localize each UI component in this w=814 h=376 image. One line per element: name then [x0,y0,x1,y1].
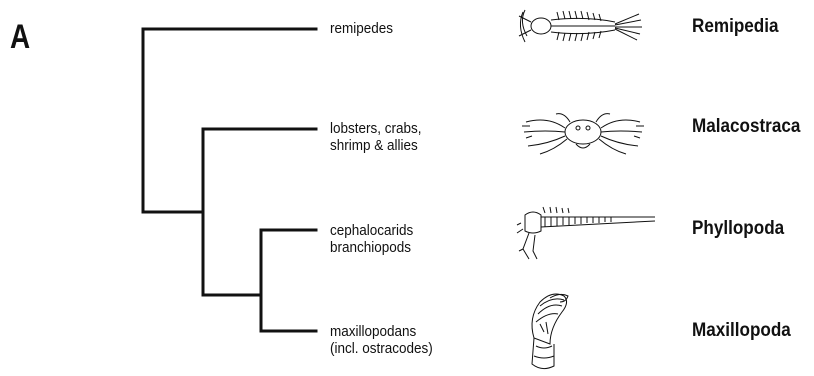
tip-label-line1: lobsters, crabs, [330,120,422,137]
clade-label-maxillopoda: Maxillopoda [692,320,791,342]
branchiopod-icon [515,205,665,263]
tip-label-line1: cephalocarids [330,222,413,239]
tip-label-line1: remipedes [330,20,393,37]
clade-label-malacostraca: Malacostraca [692,116,800,138]
tip-label-line2: (incl. ostracodes) [330,340,433,357]
clade-label-remipedia: Remipedia [692,16,778,38]
tip-label-malacostraca: lobsters, crabs, shrimp & allies [330,120,422,154]
remipede-icon [515,2,645,52]
tip-label-phyllopoda: cephalocarids branchiopods [330,222,413,256]
tip-label-maxillopoda: maxillopodans (incl. ostracodes) [330,323,433,357]
ostracode-icon [520,288,580,374]
crab-icon [518,106,648,158]
tip-label-line2: shrimp & allies [330,137,422,154]
tip-label-line1: maxillopodans [330,323,433,340]
tip-label-remipedes: remipedes [330,20,393,37]
clade-label-phyllopoda: Phyllopoda [692,218,784,240]
tip-label-line2: branchiopods [330,239,413,256]
